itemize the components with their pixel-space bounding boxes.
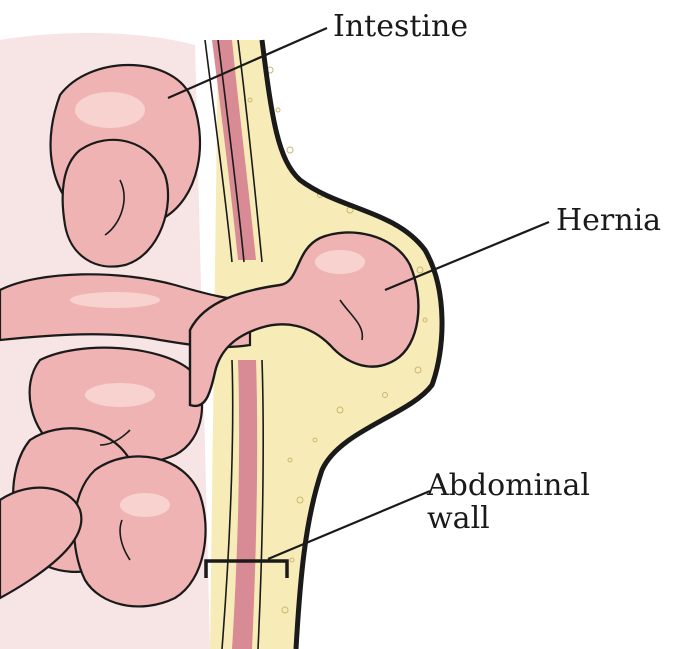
abdominal-wall-label-line1: Abdominal bbox=[427, 469, 590, 502]
intestine-label: Intestine bbox=[333, 10, 468, 43]
abdominal-wall-label-line2: wall bbox=[427, 502, 590, 535]
abdominal-wall-label: Abdominal wall bbox=[427, 469, 590, 535]
hernia-label: Hernia bbox=[556, 204, 661, 237]
